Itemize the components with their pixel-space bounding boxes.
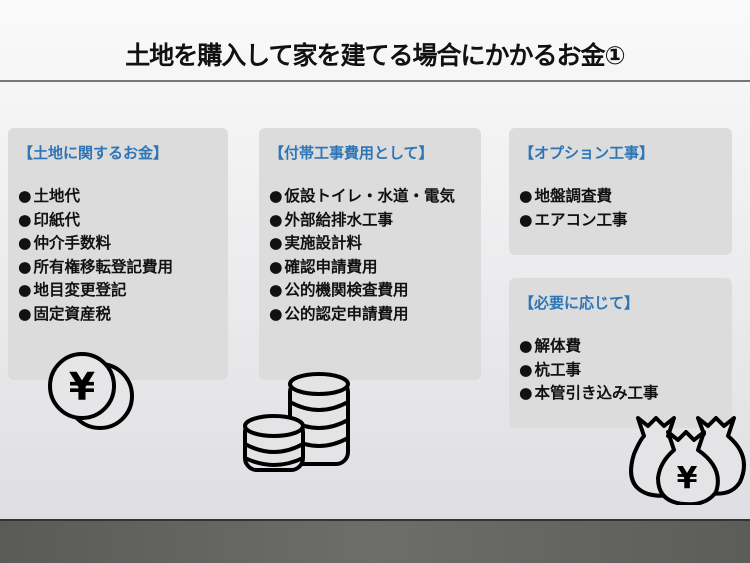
as-needed-box: 【必要に応じて】 解体費 杭工事 本管引き込み工事 [509,278,732,428]
box-heading: 【付帯工事費用として】 [269,144,434,162]
land-costs-box: 【土地に関するお金】 土地代 印紙代 仲介手数料 所有権移転登記費用 地目変更登… [8,128,228,380]
list-item: 土地代 [18,185,218,209]
list-item: 本管引き込み工事 [519,382,722,406]
list-item: 地盤調査費 [519,185,722,209]
yen-coins-icon: ¥ [48,352,134,430]
list-item: 実施設計料 [269,232,471,256]
incidental-work-box: 【付帯工事費用として】 仮設トイレ・水道・電気 外部給排水工事 実施設計料 確認… [259,128,481,380]
box-heading: 【必要に応じて】 [519,294,640,312]
list-item: 印紙代 [18,209,218,233]
title-divider [0,80,750,82]
coin-stacks-icon [243,372,350,472]
slide-title: 土地を購入して家を建てる場合にかかるお金① [125,41,625,70]
list-item: 解体費 [519,335,722,359]
list-item: 公的機関検査費用 [269,279,471,303]
list-item: エアコン工事 [519,209,722,233]
option-work-box: 【オプション工事】 地盤調査費 エアコン工事 [509,128,732,255]
box-heading: 【土地に関するお金】 [18,144,169,162]
money-bags-icon: ¥ [629,416,746,505]
floor-band [0,519,750,563]
list-item: 地目変更登記 [18,279,218,303]
list-item: 仲介手数料 [18,232,218,256]
list-item: 杭工事 [519,359,722,383]
yen-symbol: ¥ [69,365,95,409]
box-heading: 【オプション工事】 [519,144,655,162]
list-item: 確認申請費用 [269,256,471,280]
list-item: 固定資産税 [18,303,218,327]
yen-symbol: ¥ [677,461,698,496]
list-item: 外部給排水工事 [269,209,471,233]
list-item: 所有権移転登記費用 [18,256,218,280]
list-item: 公的認定申請費用 [269,303,471,327]
list-item: 仮設トイレ・水道・電気 [269,185,471,209]
